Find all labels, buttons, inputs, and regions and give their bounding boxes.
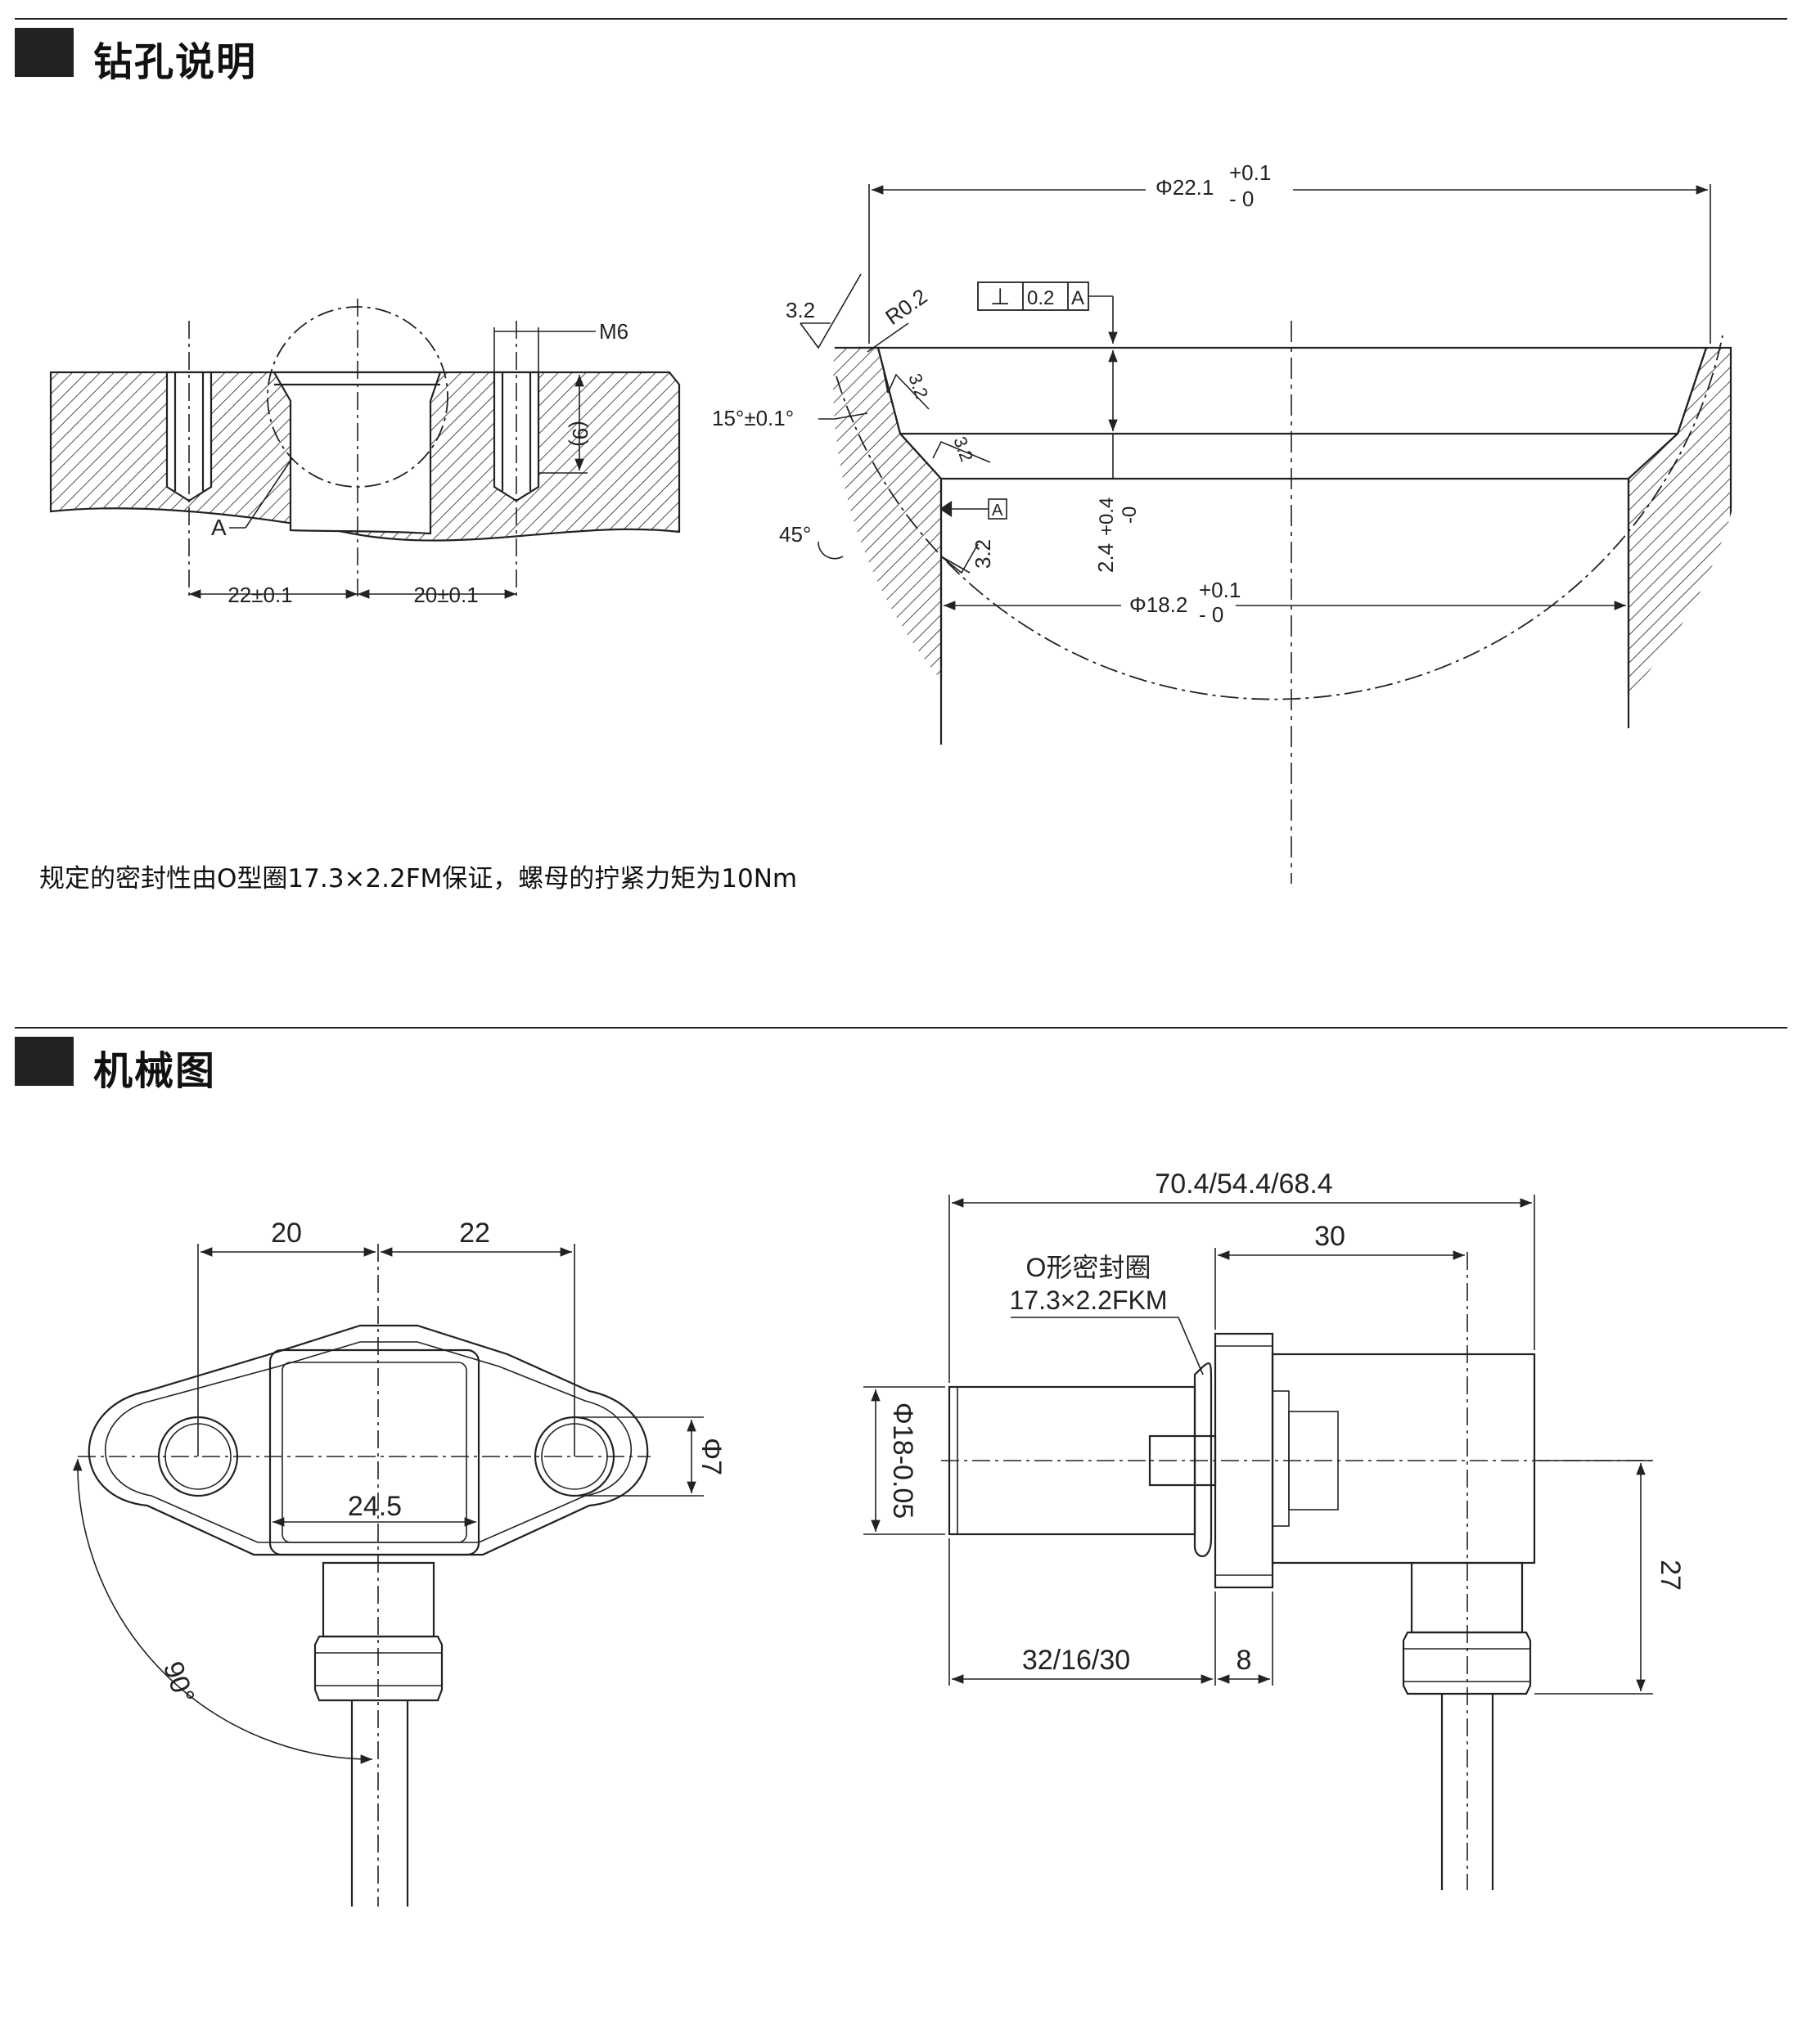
angle-label: 90° bbox=[157, 1658, 200, 1708]
flange-label: 8 bbox=[1237, 1645, 1252, 1676]
section-header-drilling: 钻孔说明 bbox=[15, 18, 1787, 85]
depth-label: (9) bbox=[568, 421, 592, 447]
depth-tol-lower: -0 bbox=[1119, 506, 1141, 524]
body-width-label: 24.5 bbox=[348, 1491, 402, 1522]
section-view bbox=[49, 299, 681, 599]
dim-right-label: 20±0.1 bbox=[413, 583, 478, 607]
outer-tol-upper: +0.1 bbox=[1229, 160, 1271, 185]
depth-label: 2.4 bbox=[1093, 543, 1118, 573]
inner-dia-label: Φ18.2 bbox=[1129, 592, 1187, 617]
shaft-dia-label: Φ18-0.05 bbox=[887, 1402, 918, 1519]
datum-ref-label: A bbox=[992, 502, 1003, 520]
shaft-length-label: 32/16/30 bbox=[1022, 1645, 1130, 1676]
outer-tol-lower: - 0 bbox=[1229, 187, 1254, 211]
center-bore bbox=[273, 371, 442, 535]
head-length-label: 30 bbox=[1314, 1221, 1345, 1252]
perp-symbol: ⊥ bbox=[990, 284, 1010, 309]
front-dim-left: 20 bbox=[271, 1218, 302, 1249]
center-body bbox=[268, 1348, 480, 1556]
section-rule bbox=[15, 1027, 1787, 1029]
inner-tol-upper: +0.1 bbox=[1199, 578, 1241, 602]
dim-left-label: 22±0.1 bbox=[228, 583, 292, 607]
section-title: 钻孔说明 bbox=[93, 39, 258, 85]
sealing-note: 规定的密封性由O型圈17.3×2.2FM保证，螺母的拧紧力矩为10Nm bbox=[39, 864, 798, 894]
total-length-label: 70.4/54.4/68.4 bbox=[1155, 1168, 1332, 1200]
head bbox=[1271, 1353, 1536, 1565]
roughness-top-label: 3.2 bbox=[786, 298, 815, 322]
section-rule bbox=[15, 18, 1787, 20]
detail-circle-outline bbox=[836, 335, 1723, 700]
flange-outline bbox=[88, 1324, 649, 1556]
detail-wall-right bbox=[1627, 346, 1732, 820]
chamfer-angle-label: 15°±0.1° bbox=[712, 406, 794, 430]
section-header-mechanical: 机械图 bbox=[15, 1027, 1787, 1094]
hole-dia-label: Φ7 bbox=[696, 1438, 727, 1475]
detail-view bbox=[800, 184, 1732, 884]
seal-label-line1: O形密封圈 bbox=[1026, 1253, 1151, 1282]
inner-tol-lower: - 0 bbox=[1199, 602, 1223, 627]
outer-dia-label: Φ22.1 bbox=[1156, 175, 1214, 200]
thread-label: M6 bbox=[599, 319, 628, 344]
section-marker bbox=[15, 28, 74, 77]
detail-ref-label: A bbox=[211, 515, 227, 540]
roughness-symbol-top bbox=[800, 273, 862, 349]
roughness-bore-label: 3.2 bbox=[971, 539, 995, 569]
section-marker bbox=[15, 1037, 74, 1086]
angle-arc bbox=[72, 1458, 373, 1764]
front-view bbox=[72, 1244, 704, 1907]
section-title: 机械图 bbox=[93, 1048, 217, 1094]
roughness-chamfer-label: 3.2 bbox=[904, 371, 932, 401]
seal-label-line2: 17.3×2.2FKM bbox=[1010, 1285, 1168, 1315]
perp-datum-label: A bbox=[1071, 287, 1084, 309]
front-dim-right: 22 bbox=[459, 1218, 490, 1249]
radius-label: R0.2 bbox=[881, 284, 931, 330]
roughness-step-label: 3.2 bbox=[949, 434, 977, 464]
perp-tol-label: 0.2 bbox=[1027, 287, 1054, 309]
bottom-angle-label: 45° bbox=[779, 522, 811, 547]
o-ring bbox=[1193, 1362, 1213, 1557]
depth-tol-upper: +0.4 bbox=[1096, 497, 1118, 536]
height-label: 27 bbox=[1655, 1560, 1686, 1591]
side-view bbox=[863, 1195, 1653, 1890]
